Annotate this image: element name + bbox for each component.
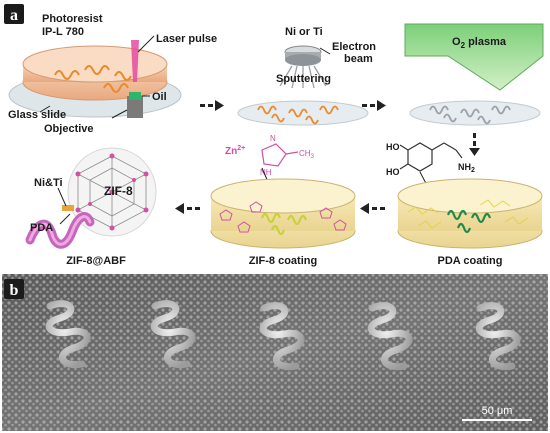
panel-b: b 50 μm [2, 274, 548, 431]
arrow-step1-to-step2 [200, 100, 224, 111]
beam-label-line1: Electron [332, 41, 376, 53]
zif8-crystal [67, 147, 157, 237]
imidazole-molecule [261, 143, 299, 167]
panel-a-tag-box [4, 4, 24, 24]
pda-dish-top [397, 178, 543, 214]
ch3-label: CH3 [299, 149, 315, 160]
dopamine-molecule [399, 142, 463, 172]
sputter-rays [279, 65, 327, 89]
sputtering-label: Sputtering [276, 73, 331, 85]
ho-bottom-label: HO [386, 167, 400, 177]
arrow-step2-to-step3 [362, 100, 386, 111]
photoresist-top [22, 45, 168, 83]
substrate-2 [237, 100, 369, 126]
step-sputtering: Ni or Ti Electron beam Sputtering [237, 26, 376, 126]
step-laser-writing: Photoresist IP-L 780 Laser pulse Glass s… [8, 13, 217, 135]
zif-dish-top [210, 178, 356, 214]
sem-helix-1 [45, 300, 91, 369]
coated-helix [25, 205, 95, 249]
beam-label-line2: beam [344, 53, 373, 65]
niti-label: Ni&Ti [34, 177, 63, 189]
ho-top-label: HO [386, 142, 400, 152]
panel-b-tag-box [4, 279, 24, 299]
pda-layer-pointer [59, 213, 71, 225]
zif-linkers [219, 201, 347, 233]
arrow-step4-to-step5 [360, 203, 385, 214]
glass-label: Glass slide [8, 109, 66, 121]
zif-title: ZIF-8 coating [249, 255, 317, 267]
panel-b-tag: b [10, 282, 19, 299]
panel-a-tag: a [10, 7, 18, 24]
sem-particles [2, 274, 548, 431]
laser-label: Laser pulse [156, 33, 217, 45]
metal-label: Ni or Ti [285, 26, 323, 38]
zn-label: Zn2+ [225, 145, 245, 157]
substrate-3 [409, 100, 541, 126]
target-bottom [285, 54, 321, 66]
photoresist-label: Photoresist [42, 13, 103, 25]
step-o2-plasma: O2 plasma [404, 23, 544, 156]
nh-label: NH [260, 168, 272, 177]
step-zif8-abf: ZIF-8 Ni&Ti PDA ZIF-8@ABF [25, 147, 157, 267]
gray-helices [429, 105, 511, 125]
sem-helix-3 [259, 302, 305, 371]
n-label: N [270, 134, 276, 143]
step-zif8-coating: Zn2+ N NH CH3 ZIF-8 coating [175, 134, 356, 267]
orange-helices [54, 65, 132, 93]
scale-bar-label: 50 μm [482, 405, 513, 417]
sem-helix-4 [367, 302, 413, 371]
plasma-label: O2 plasma [452, 36, 507, 50]
sem-helix-2 [150, 300, 196, 369]
helix-orange-2 [84, 65, 110, 75]
oil-drop [129, 92, 141, 100]
arrows-row-1 [200, 100, 386, 111]
pda-title: PDA coating [438, 255, 503, 267]
glass-pointer [39, 105, 51, 113]
photoresist-type-label: IP-L 780 [42, 26, 84, 38]
green-helices [446, 209, 492, 234]
zif8-abf-title: ZIF-8@ABF [66, 255, 126, 267]
helix-orange-3 [114, 71, 132, 81]
niti-pointer [57, 187, 67, 207]
lime-helices [260, 212, 308, 236]
pda-polymer-strands [407, 199, 529, 229]
zif8-label: ZIF-8 [104, 184, 133, 198]
oil-label: Oil [152, 91, 167, 103]
arrow-step3-to-step4 [469, 133, 480, 156]
orange-helices-2 [257, 105, 339, 125]
laser-beam [131, 40, 139, 82]
pda-layer-label: PDA [30, 222, 53, 234]
arrow-step5-to-step6 [175, 203, 200, 214]
sem-helix-5 [475, 302, 521, 371]
sem-helices [45, 300, 521, 371]
objective-pointer [111, 109, 128, 119]
helix-orange-1 [54, 70, 80, 80]
helix-orange-4 [103, 83, 129, 93]
panel-a: a Photoresist IP-L 780 Laser pulse Gla [4, 4, 544, 267]
nh2-label: NH2 [458, 162, 475, 174]
beam-pointer [319, 47, 331, 55]
step-pda-coating: HO HO NH2 PDA coating [360, 142, 543, 267]
objective-lens [127, 96, 143, 118]
laser-pointer [137, 35, 155, 53]
plasma-arrow [404, 23, 544, 91]
objective-label: Objective [44, 123, 94, 135]
